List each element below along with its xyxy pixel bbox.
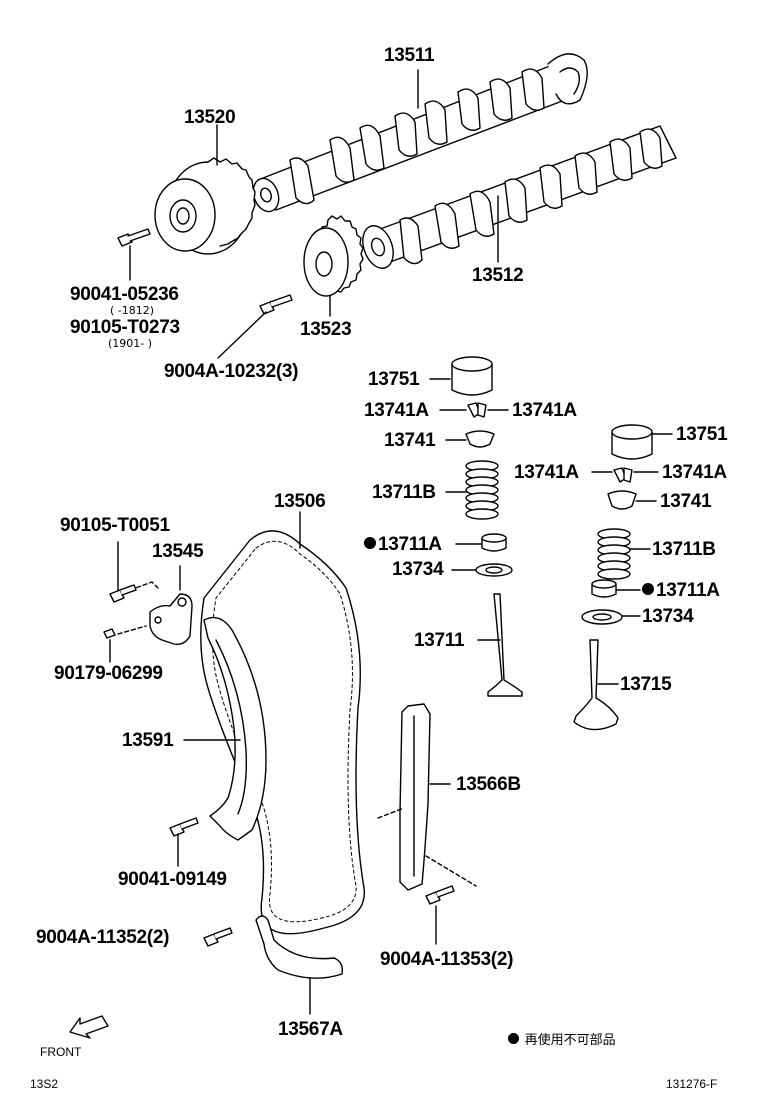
label-13711A-right: 13711A (642, 581, 720, 600)
label-13741A-right-a: 13741A (514, 462, 579, 483)
cam-gear-13523 (303, 215, 364, 317)
label-90105-T0051: 90105-T0051 (60, 515, 170, 536)
label-9004A-10232: 9004A-10232(3) (164, 361, 299, 382)
label-13711A-left: 13711A (364, 535, 442, 554)
label-13741-left: 13741 (384, 430, 436, 451)
bolt-9004A-10232 (217, 294, 293, 359)
label-13711A-right-text: 13711A (656, 580, 720, 601)
label-13715: 13715 (620, 674, 672, 695)
label-13711B-left: 13711B (372, 482, 436, 503)
label-13741A-left-b: 13741A (512, 400, 577, 421)
label-13523: 13523 (300, 319, 352, 340)
label-13520: 13520 (184, 107, 236, 128)
label-13751-left: 13751 (368, 369, 420, 390)
label-13734-left: 13734 (392, 559, 444, 580)
label-13511: 13511 (384, 45, 435, 66)
footer-left-code: 13S2 (30, 1077, 59, 1091)
label-9004A-11353: 9004A-11353(2) (380, 949, 514, 970)
legend: 再使用不可部品 (508, 1033, 616, 1046)
non-reusable-dot-icon (642, 582, 654, 595)
cam-timing-gear-13520 (154, 124, 256, 255)
label-90041-09149: 90041-09149 (118, 869, 227, 890)
label-13512: 13512 (472, 265, 524, 286)
label-90105-T0273: 90105-T0273 (70, 317, 180, 338)
label-13741-right: 13741 (660, 491, 712, 512)
label-13711B-right: 13711B (652, 539, 716, 560)
right-valve-stack (573, 424, 673, 731)
chain-slipper-13567A (203, 915, 344, 1015)
non-reusable-dot-icon (364, 536, 376, 549)
footer-right-code: 131276-F (666, 1077, 718, 1091)
label-13741A-right-b: 13741A (662, 462, 727, 483)
label-13711: 13711 (414, 630, 465, 651)
label-13711A-left-text: 13711A (378, 534, 442, 555)
label-13741A-left-a: 13741A (364, 400, 429, 421)
chain-guide-13566B (377, 703, 477, 945)
front-arrow-icon (69, 1015, 109, 1039)
label-13545: 13545 (152, 541, 204, 562)
label-13506: 13506 (274, 491, 326, 512)
camshaft-13512 (362, 125, 677, 269)
label-13567A: 13567A (278, 1019, 343, 1040)
label-90041-05236-range: ( -1812) (110, 304, 155, 317)
label-13566B: 13566B (456, 774, 521, 795)
chain-guide-13591 (169, 616, 267, 867)
tensioner-13545 (103, 541, 193, 663)
label-90105-T0273-range: (1901- ) (108, 337, 153, 350)
label-9004A-11352: 9004A-11352(2) (36, 927, 170, 948)
label-13591: 13591 (122, 730, 174, 751)
legend-dot-icon (508, 1033, 519, 1045)
label-90179-06299: 90179-06299 (54, 663, 163, 684)
legend-text: 再使用不可部品 (524, 1032, 616, 1047)
timing-chain-13506 (200, 511, 365, 935)
label-13734-right: 13734 (642, 606, 694, 627)
label-13751-right: 13751 (676, 424, 728, 445)
left-valve-stack (429, 356, 523, 697)
camshaft-13511 (252, 53, 588, 213)
front-label: FRONT (40, 1045, 82, 1059)
label-90041-05236: 90041-05236 (70, 284, 179, 305)
bolt-90041-05236 (117, 228, 151, 281)
